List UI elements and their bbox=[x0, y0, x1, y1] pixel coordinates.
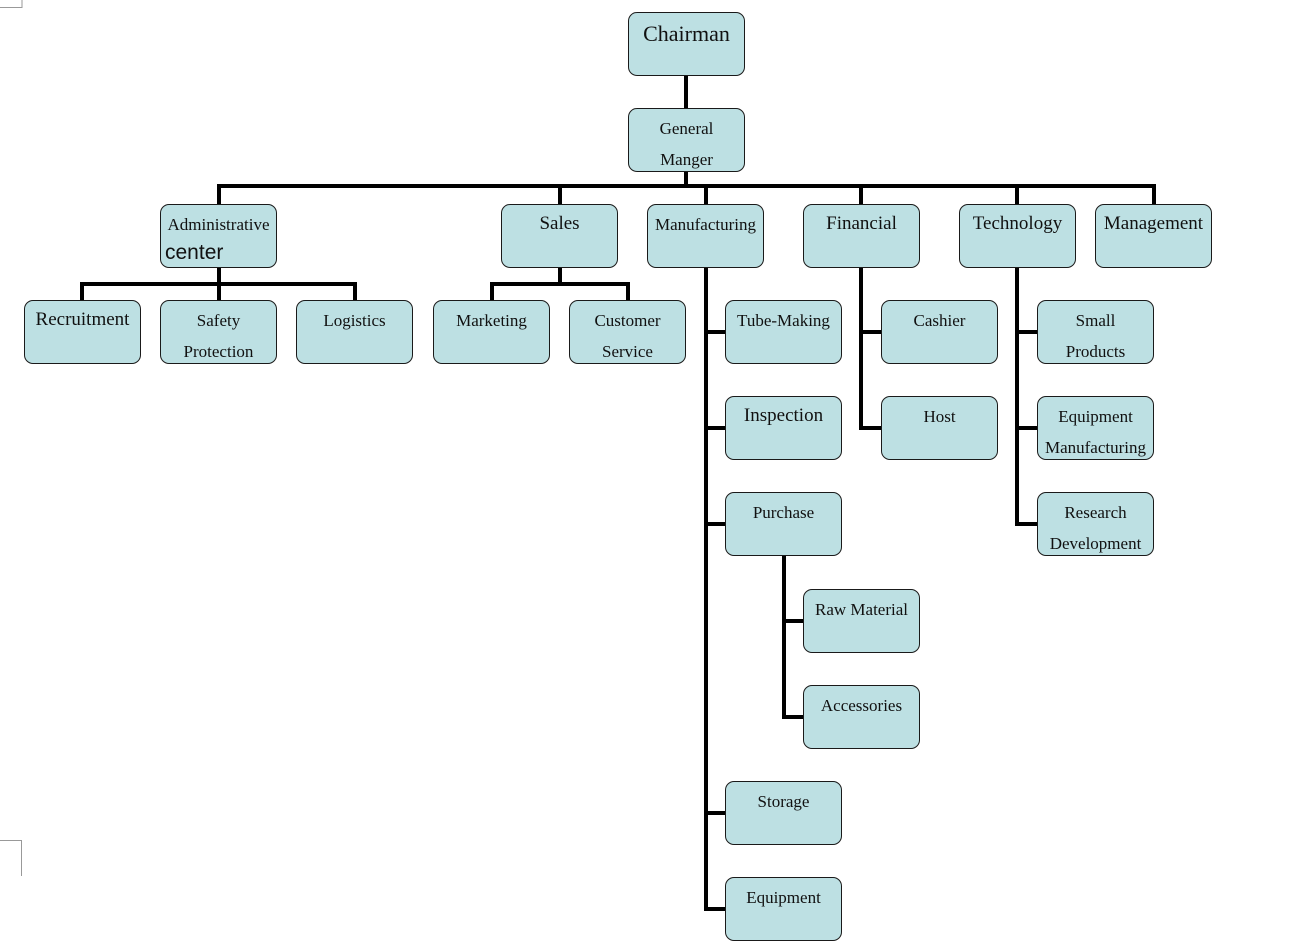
node-general-manager[interactable]: General Manger bbox=[628, 108, 745, 172]
node-logistics-label: Logistics bbox=[323, 311, 386, 330]
node-research-development-line2: Development bbox=[1049, 534, 1142, 553]
node-storage-label: Storage bbox=[757, 792, 810, 811]
node-marketing-label: Marketing bbox=[456, 311, 527, 330]
node-host-label: Host bbox=[923, 407, 956, 426]
connector-financial-spine bbox=[859, 266, 883, 430]
node-administrative-line1: Administrative bbox=[167, 215, 270, 234]
node-financial[interactable]: Financial bbox=[803, 204, 920, 268]
node-general-manager-line1: General bbox=[659, 119, 714, 138]
node-safety-protection-line1: Safety bbox=[196, 311, 241, 330]
node-purchase-label: Purchase bbox=[752, 503, 815, 522]
node-purchase[interactable]: Purchase bbox=[725, 492, 842, 556]
node-safety-protection[interactable]: Safety Protection bbox=[160, 300, 277, 364]
node-manufacturing-label: Manufacturing bbox=[654, 215, 757, 234]
node-customer-service-line1: Customer bbox=[594, 311, 661, 330]
node-logistics[interactable]: Logistics bbox=[296, 300, 413, 364]
node-safety-protection-line2: Protection bbox=[183, 342, 254, 361]
node-general-manager-line2: Manger bbox=[660, 150, 713, 169]
node-equipment-manufacturing-line1: Equipment bbox=[1058, 407, 1133, 426]
node-raw-material[interactable]: Raw Material bbox=[803, 589, 920, 653]
node-technology[interactable]: Technology bbox=[959, 204, 1076, 268]
connector-manufacturing-spine bbox=[704, 266, 727, 911]
node-accessories[interactable]: Accessories bbox=[803, 685, 920, 749]
node-small-products[interactable]: Small Products bbox=[1037, 300, 1154, 364]
page-corner-mark-top bbox=[0, 0, 23, 8]
node-recruitment[interactable]: Recruitment bbox=[24, 300, 141, 364]
node-cashier[interactable]: Cashier bbox=[881, 300, 998, 364]
node-inspection-label: Inspection bbox=[743, 405, 824, 426]
node-chairman[interactable]: Chairman bbox=[628, 12, 745, 76]
connector-purchase-spine bbox=[782, 554, 805, 719]
node-raw-material-label: Raw Material bbox=[815, 600, 908, 619]
node-administrative-center[interactable]: Administrative center bbox=[160, 204, 277, 268]
node-administrative-line2: center bbox=[165, 241, 224, 264]
node-customer-service[interactable]: Customer Service bbox=[569, 300, 686, 364]
node-equipment[interactable]: Equipment bbox=[725, 877, 842, 941]
node-accessories-label: Accessories bbox=[820, 696, 903, 715]
node-equipment-label: Equipment bbox=[746, 888, 821, 907]
node-management[interactable]: Management bbox=[1095, 204, 1212, 268]
node-research-development-line1: Research bbox=[1064, 503, 1127, 522]
node-tube-making[interactable]: Tube-Making bbox=[725, 300, 842, 364]
page-corner-mark-bottom bbox=[0, 840, 22, 876]
node-inspection[interactable]: Inspection bbox=[725, 396, 842, 460]
node-sales[interactable]: Sales bbox=[501, 204, 618, 268]
node-technology-label: Technology bbox=[972, 213, 1063, 234]
node-storage[interactable]: Storage bbox=[725, 781, 842, 845]
node-research-development[interactable]: Research Development bbox=[1037, 492, 1154, 556]
node-manufacturing[interactable]: Manufacturing bbox=[647, 204, 764, 268]
node-equipment-manufacturing[interactable]: Equipment Manufacturing bbox=[1037, 396, 1154, 460]
node-chairman-label: Chairman bbox=[643, 21, 730, 46]
node-sales-label: Sales bbox=[539, 213, 580, 234]
node-host[interactable]: Host bbox=[881, 396, 998, 460]
node-recruitment-label: Recruitment bbox=[35, 309, 130, 330]
node-equipment-manufacturing-line2: Manufacturing bbox=[1044, 438, 1147, 457]
connector-admin-bus bbox=[80, 266, 357, 302]
connector-sales-bus bbox=[490, 266, 630, 302]
connector-technology-spine bbox=[1015, 266, 1039, 526]
node-customer-service-line2: Service bbox=[602, 342, 653, 361]
node-small-products-line1: Small bbox=[1075, 311, 1116, 330]
node-cashier-label: Cashier bbox=[913, 311, 966, 330]
node-small-products-line2: Products bbox=[1065, 342, 1126, 361]
node-financial-label: Financial bbox=[826, 213, 897, 234]
node-management-label: Management bbox=[1103, 213, 1204, 234]
node-tube-making-label: Tube-Making bbox=[737, 311, 830, 330]
node-marketing[interactable]: Marketing bbox=[433, 300, 550, 364]
